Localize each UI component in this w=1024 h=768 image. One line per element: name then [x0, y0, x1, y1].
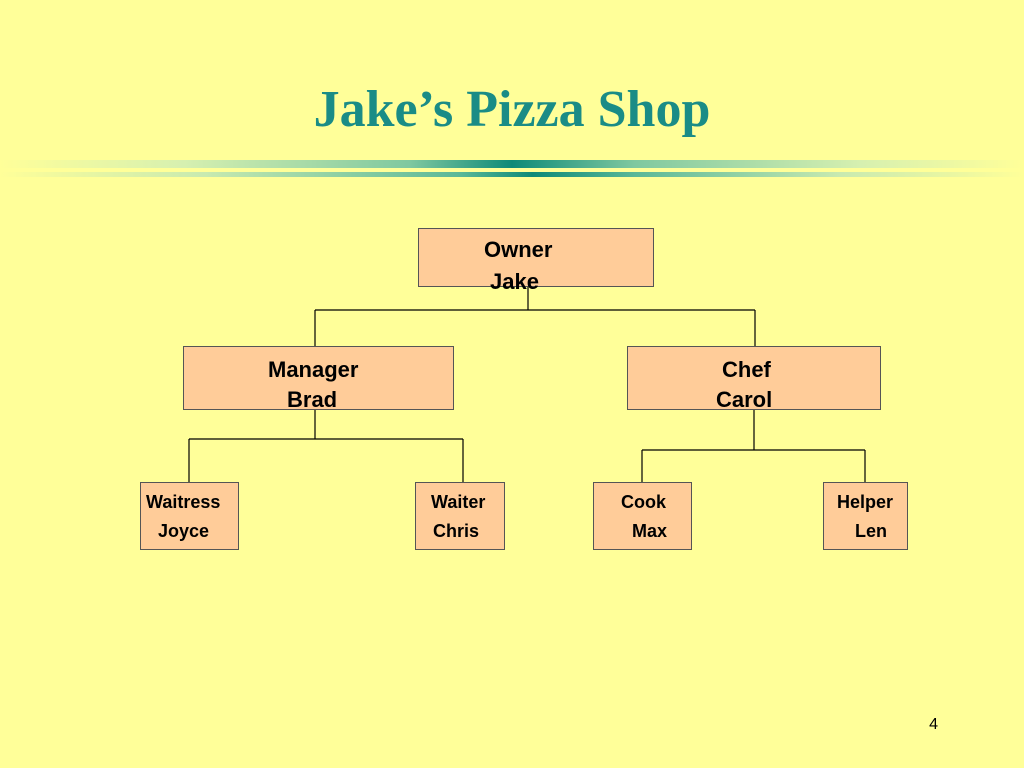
manager-name: Brad	[287, 387, 338, 412]
helper-box: Helper Len	[823, 482, 908, 550]
owner-role: Owner	[484, 237, 553, 262]
cook-box: Cook Max	[593, 482, 692, 550]
owner-box: Owner Jake	[418, 228, 654, 293]
helper-name: Len	[855, 521, 888, 541]
cook-name: Max	[632, 521, 668, 541]
chef-box: Chef Carol	[627, 346, 881, 412]
waitress-role: Waitress	[146, 492, 221, 512]
slide-title: Jake’s Pizza Shop	[313, 81, 711, 138]
manager-role: Manager	[268, 357, 359, 382]
manager-box: Manager Brad	[183, 346, 454, 412]
chef-name: Carol	[716, 387, 773, 412]
page-number: 4	[929, 716, 938, 733]
waiter-box: Waiter Chris	[415, 482, 505, 550]
chef-role: Chef	[722, 357, 771, 382]
helper-role: Helper	[837, 492, 894, 512]
cook-role: Cook	[621, 492, 666, 512]
owner-name: Jake	[490, 269, 539, 294]
title-divider-top	[0, 160, 1024, 168]
waitress-box: Waitress Joyce	[140, 482, 239, 550]
waitress-name: Joyce	[158, 521, 210, 541]
waiter-role: Waiter	[431, 492, 486, 512]
waiter-name: Chris	[433, 521, 480, 541]
title-divider-bottom	[0, 172, 1024, 177]
